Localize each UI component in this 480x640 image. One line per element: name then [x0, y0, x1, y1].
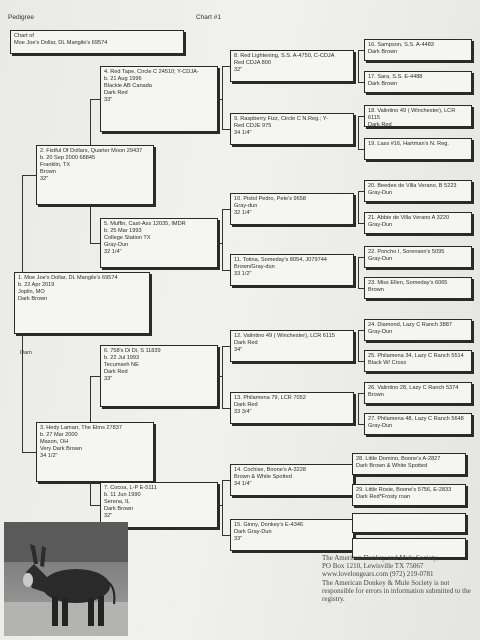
connector-line: [22, 452, 36, 453]
connector-line: [222, 209, 223, 270]
connector-line: [222, 209, 230, 210]
ancestor-17-box: 17. Sara, S.S. E-4488 Dark Brown: [364, 71, 472, 93]
ancestor-14-box: 14. Cochise, Boone's A-3228 Brown & Whit…: [230, 464, 354, 496]
connector-line: [358, 330, 364, 331]
connector-line: [358, 257, 364, 258]
chart-of-box: Chart of Moe Joe's Dollar, DL Mangile's …: [10, 30, 184, 54]
connector-line: [222, 535, 230, 536]
subject-box: 1. Moe Joe's Dollar, DL Mangile's 69574 …: [14, 272, 150, 334]
connector-line: [90, 376, 91, 422]
connector-line: [90, 505, 100, 506]
connector-line: [218, 376, 222, 377]
connector-line: [222, 408, 230, 409]
connector-line: [222, 480, 230, 481]
ancestor-30-box: [352, 513, 466, 533]
ancestor-6-box: 6. 758's Di Di, S 11839 b. 22 Jul 1993 T…: [100, 345, 218, 407]
ancestor-12-box: 12. Valintino 49 ( Winchester), LCR 6115…: [230, 330, 354, 362]
connector-line: [358, 82, 364, 83]
connector-line: [90, 99, 100, 100]
ancestor-16-box: 16. Sampson, S.S. A-4483 Dark Brown: [364, 39, 472, 61]
footer-line-2: PO Box 1210, Lewisville TX 75067: [322, 562, 424, 571]
society-footer: The American Donkey and Mule Society, PO…: [322, 554, 472, 603]
connector-line: [358, 330, 359, 361]
footer-line-1: The American Donkey and Mule Society,: [322, 554, 439, 562]
connector-line: [358, 424, 364, 425]
connector-line: [218, 505, 222, 506]
footer-line-4: The American Donkey & Mule Society is no…: [322, 578, 471, 604]
dam-label: Dam: [20, 350, 32, 356]
ancestor-10-box: 10. Pistol Pedro, Pete's 9658 Gray-dun 3…: [230, 193, 354, 225]
ancestor-19-box: 19. Lass #16, Hartman's N. Reg.: [364, 138, 472, 160]
ancestor-13-box: 13. Philamena 79, LCR 7052 Dark Red 33 3…: [230, 392, 354, 424]
ancestor-9-box: 9. Raspberry Fizz, Circle C N.Reg.; Y- R…: [230, 113, 354, 145]
connector-line: [358, 149, 364, 150]
connector-line: [358, 393, 359, 424]
connector-line: [358, 191, 364, 192]
connector-line: [90, 376, 100, 377]
ancestor-23-box: 23. Miss Ellen, Someday's 6065 Brown: [364, 277, 472, 299]
connector-line: [218, 243, 222, 244]
connector-line: [22, 175, 36, 176]
ancestor-24-box: 24. Diamond, Lazy C Ranch 3887 Gray-Dun: [364, 319, 472, 341]
connector-line: [222, 346, 223, 408]
ancestor-4-box: 4. Red Tape, Circle C 24510; Y-CDJA- b. …: [100, 66, 218, 132]
ancestor-28-box: 28. Little Domino, Boone's A-2827 Dark B…: [352, 453, 466, 475]
connector-line: [222, 66, 223, 129]
connector-line: [358, 288, 364, 289]
connector-line: [222, 270, 230, 271]
ancestor-5-box: 5. Muffin, Cast-Ass 12035, IMDR b. 25 Ma…: [100, 218, 218, 268]
ancestor-15-box: 15. Ginny, Donkey's E-4346 Dark Gray-Dun…: [230, 519, 354, 551]
dam-box: 3. Hedy Lamarr, The Elms 27837 b. 27 Mar…: [36, 422, 154, 482]
ancestor-31-box: [352, 538, 466, 558]
connector-line: [358, 393, 364, 394]
chart-number: Chart #1: [196, 14, 221, 21]
donkey-photo: [4, 522, 128, 636]
connector-line: [358, 191, 359, 223]
ancestor-25-box: 25. Philamena 34, Lazy C Ranch 5514 Blac…: [364, 350, 472, 372]
connector-line: [358, 257, 359, 288]
connector-line: [22, 175, 23, 272]
ancestor-8-box: 8. Red Lightening, S.S. A-4750, C-CDJA R…: [230, 50, 354, 82]
donkey-photo-illustration: [4, 522, 128, 636]
connector-line: [358, 50, 364, 51]
ancestor-18-box: 18. Valintino 49 ( Winchester), LCR 6115…: [364, 105, 472, 127]
ancestor-29-box: 29. Little Rosie, Boone's 5756, E-2833 D…: [352, 484, 466, 506]
ancestor-27-box: 27. Philamena 48, Lazy C Ranch 5648 Gray…: [364, 413, 472, 435]
connector-line: [222, 129, 230, 130]
connector-line: [358, 223, 364, 224]
footer-line-3: www.lovelongears.com (972) 219-0781: [322, 570, 434, 579]
connector-line: [222, 66, 230, 67]
ancestor-11-box: 11. Totina, Someday's 8054, J079744 Brow…: [230, 254, 354, 286]
connector-line: [90, 99, 91, 145]
sire-box: 2. Fistful Of Dollars, Quarter Moon 2943…: [36, 145, 154, 205]
ancestor-22-box: 22. Poncho I, Sorensen's 5095 Gray-Dun: [364, 246, 472, 268]
ancestor-20-box: 20. Beedee de Villa Verano, B 5223 Gray-…: [364, 180, 472, 202]
connector-line: [358, 50, 359, 82]
connector-line: [358, 116, 364, 117]
connector-line: [90, 243, 100, 244]
ancestor-21-box: 21. Abbie de Villa Verano A 3220 Gray-Du…: [364, 212, 472, 234]
connector-line: [358, 361, 364, 362]
connector-line: [358, 116, 359, 149]
ancestor-26-box: 26. Valintino 28, Lazy C Ranch 5374 Brow…: [364, 382, 472, 404]
connector-line: [218, 99, 222, 100]
connector-line: [222, 346, 230, 347]
ancestor-7-box: 7. Cocoa, L-P E-5111 b. 11 Jun 1990 Sere…: [100, 482, 218, 528]
page-title: Pedigree: [8, 14, 35, 21]
connector-line: [22, 334, 23, 452]
connector-line: [90, 205, 91, 243]
connector-line: [222, 480, 223, 535]
connector-line: [90, 482, 91, 505]
